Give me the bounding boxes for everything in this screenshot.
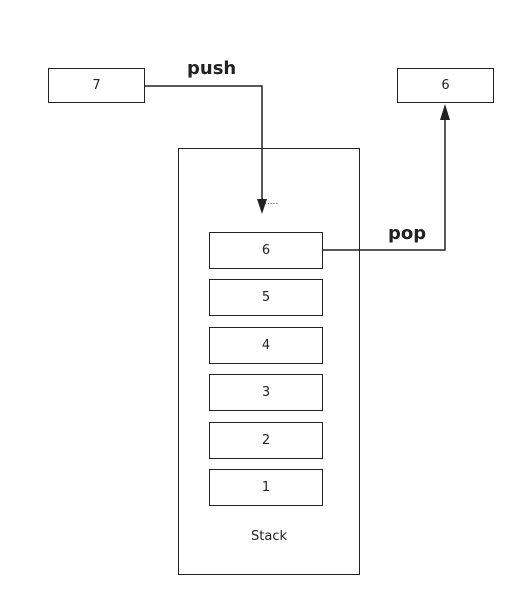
stack-label: Stack <box>251 529 287 544</box>
pop-label: pop <box>388 223 427 244</box>
stack-item: 5 <box>209 279 323 316</box>
pop-arrow-head <box>440 104 450 120</box>
stack-item: 3 <box>209 374 323 411</box>
stack-item: 4 <box>209 327 323 364</box>
stack-item-value: 3 <box>261 385 271 400</box>
incoming-element-value: 7 <box>92 78 101 93</box>
stack-item-top: 6 <box>209 232 323 269</box>
push-label: push <box>187 58 237 79</box>
stack-item-value: 1 <box>261 480 271 495</box>
stack-ellipsis: ..... <box>264 197 279 207</box>
stack-item-value: 6 <box>261 243 271 258</box>
stack-item-bottom: 1 <box>209 469 323 506</box>
stack-item-value: 2 <box>261 433 271 448</box>
stack-item-value: 4 <box>261 338 271 353</box>
stack-item-value: 5 <box>261 290 271 305</box>
stack-item: 2 <box>209 422 323 459</box>
outgoing-element-box: 6 <box>397 68 494 103</box>
incoming-element-box: 7 <box>48 68 145 103</box>
outgoing-element-value: 6 <box>441 78 450 93</box>
